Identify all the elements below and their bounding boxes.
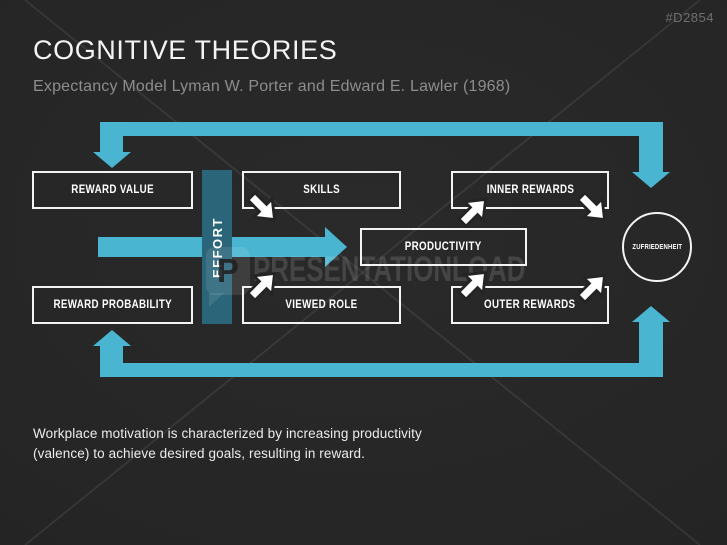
bottom-feedback-left-vertical xyxy=(100,346,123,368)
template-id: #D2854 xyxy=(665,10,714,25)
box-reward-value: REWARD VALUE xyxy=(32,171,193,209)
box-reward-value-label: REWARD VALUE xyxy=(71,184,154,196)
top-feedback-left-vertical xyxy=(100,130,123,152)
box-outer-rewards-label: OUTER REWARDS xyxy=(484,299,576,311)
slide-description-line1: Workplace motivation is characterized by… xyxy=(33,426,422,441)
box-reward-probability-label: REWARD PROBABILITY xyxy=(53,299,172,311)
arrow-down-into-satisfaction-icon xyxy=(632,172,670,188)
box-productivity: PRODUCTIVITY xyxy=(360,228,527,266)
top-feedback-right-vertical xyxy=(639,130,663,172)
box-skills: SKILLS xyxy=(242,171,401,209)
presentationload-logo-letter: P xyxy=(216,252,239,289)
arrow-down-into-reward-value-icon xyxy=(93,152,131,168)
box-outer-rewards: OUTER REWARDS xyxy=(451,286,609,324)
box-viewed-role: VIEWED ROLE xyxy=(242,286,401,324)
bottom-feedback-band xyxy=(100,363,663,377)
satisfaction-circle: ZUFRIEDENHEIT xyxy=(622,212,692,282)
bottom-feedback-right-vertical xyxy=(639,322,663,366)
box-reward-probability: REWARD PROBABILITY xyxy=(32,286,193,324)
arrow-up-into-reward-probability-icon xyxy=(93,330,131,346)
arrow-up-into-satisfaction-icon xyxy=(632,306,670,322)
effort-bar: EFFORT xyxy=(202,170,232,324)
slide-subtitle: Expectancy Model Lyman W. Porter and Edw… xyxy=(33,78,511,95)
box-productivity-label: PRODUCTIVITY xyxy=(405,241,482,253)
box-inner-rewards-label: INNER REWARDS xyxy=(486,184,574,196)
top-feedback-band xyxy=(100,122,663,136)
arrow-right-into-productivity-icon xyxy=(325,227,347,267)
slide-title: COGNITIVE THEORIES xyxy=(33,35,338,65)
box-inner-rewards: INNER REWARDS xyxy=(451,171,609,209)
slide-description-line2: (valence) to achieve desired goals, resu… xyxy=(33,445,366,461)
box-skills-label: SKILLS xyxy=(303,184,340,196)
slide-description: Workplace motivation is characterized by… xyxy=(33,424,422,463)
satisfaction-circle-label: ZUFRIEDENHEIT xyxy=(632,243,682,251)
box-viewed-role-label: VIEWED ROLE xyxy=(285,299,358,311)
